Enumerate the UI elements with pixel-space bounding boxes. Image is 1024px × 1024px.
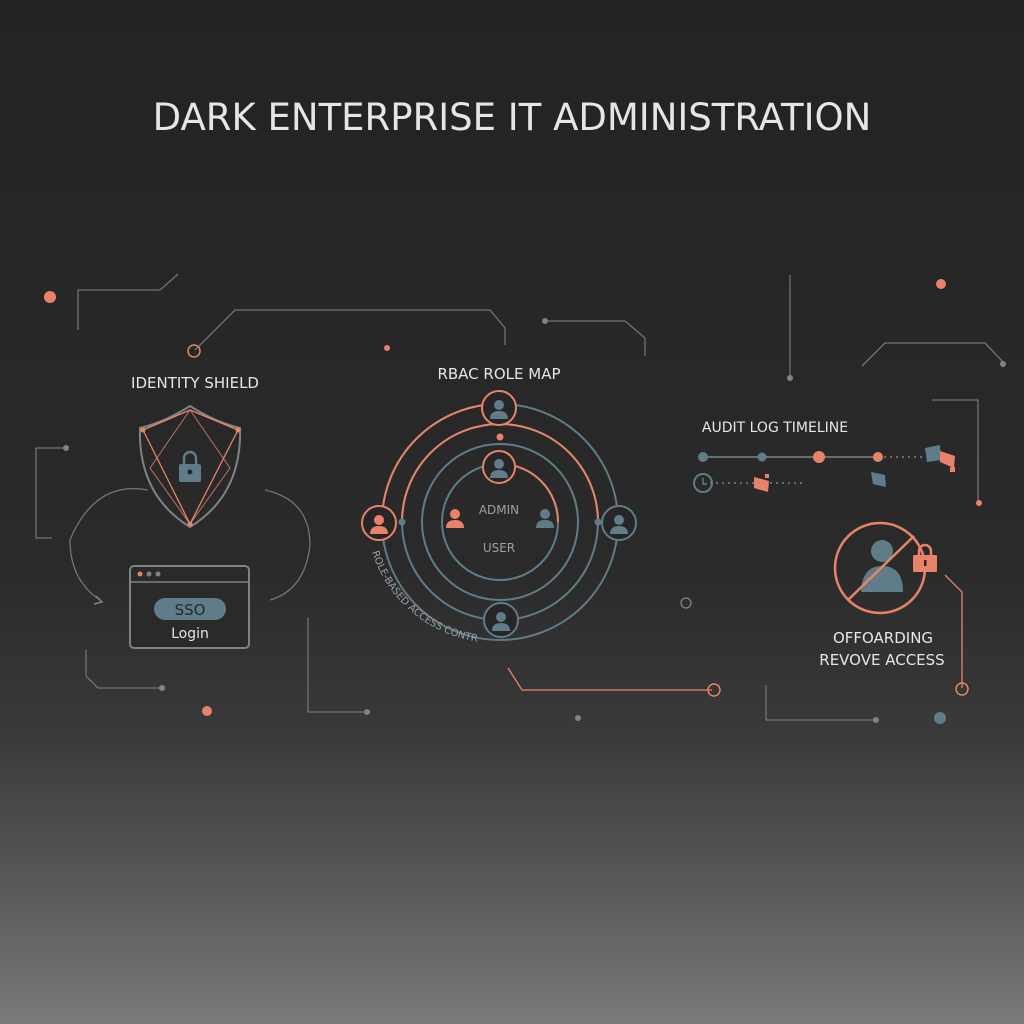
admin-label: ADMIN bbox=[479, 503, 519, 517]
role-node-inner[interactable] bbox=[482, 450, 516, 484]
offboarding-title: OFFOARDING bbox=[833, 629, 933, 647]
page-title: DARK ENTERPRISE IT ADMINISTRATION bbox=[153, 96, 872, 139]
role-node-left[interactable] bbox=[361, 505, 397, 541]
shield-icon bbox=[138, 404, 242, 529]
admin-person-icon bbox=[446, 509, 464, 528]
offboarding-subtitle: REVOVE ACCESS bbox=[819, 651, 944, 669]
role-node-right[interactable] bbox=[601, 505, 637, 541]
rbac-label: RBAC ROLE MAP bbox=[437, 365, 560, 383]
folder-icon bbox=[754, 477, 769, 492]
arrow-icon bbox=[93, 595, 104, 605]
sso-button[interactable] bbox=[154, 598, 226, 620]
timeline-event[interactable] bbox=[873, 452, 883, 462]
blocked-user-icon bbox=[833, 521, 927, 615]
identity-shield-label: IDENTITY SHIELD bbox=[131, 374, 259, 392]
identity-shield-section: IDENTITY SHIELD SSO Login bbox=[93, 374, 259, 649]
user-person-icon bbox=[536, 509, 554, 528]
lock-icon bbox=[913, 543, 937, 572]
timeline-event[interactable] bbox=[757, 452, 767, 462]
document-icon bbox=[871, 472, 886, 487]
role-node-bottom[interactable] bbox=[483, 602, 519, 638]
offboarding-section: OFFOARDING REVOVE ACCESS bbox=[819, 521, 945, 669]
login-label[interactable]: Login bbox=[171, 626, 209, 642]
timeline-event[interactable] bbox=[813, 451, 825, 463]
timeline-event[interactable] bbox=[698, 452, 708, 462]
role-node-top[interactable] bbox=[481, 390, 517, 426]
decorative-lines bbox=[35, 273, 1004, 721]
lock-icon bbox=[179, 450, 201, 482]
decorative-dots bbox=[44, 279, 1006, 724]
user-label: USER bbox=[483, 541, 515, 555]
sso-button-label: SSO bbox=[175, 601, 206, 619]
clock-icon bbox=[693, 473, 713, 493]
audit-log-timeline: AUDIT LOG TIMELINE bbox=[693, 420, 955, 493]
audit-label: AUDIT LOG TIMELINE bbox=[702, 420, 848, 436]
document-stack-icon bbox=[925, 445, 955, 472]
